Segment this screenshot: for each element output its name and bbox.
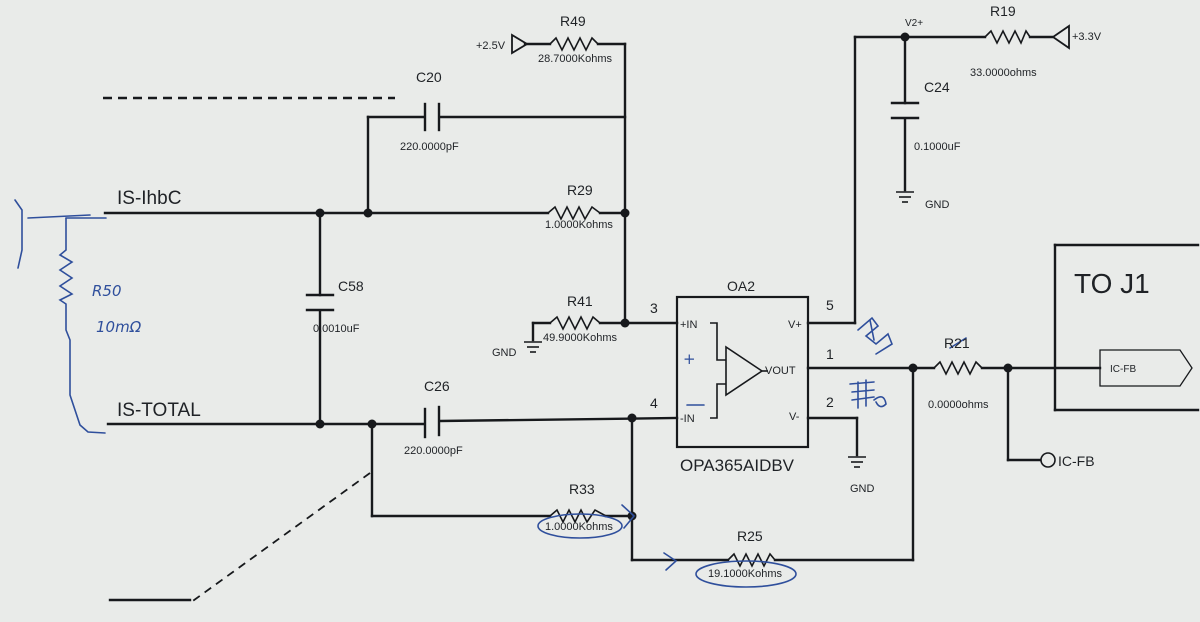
gnd-vminus-icon: [848, 456, 866, 468]
resistor-r21-icon: [933, 360, 983, 376]
ref-c58: C58: [338, 278, 364, 294]
resistor-r29-icon: [547, 205, 601, 221]
pin-label-vout: VOUT: [765, 365, 796, 377]
opamp-triangle-icon: [725, 345, 764, 397]
junction-c58-ihbc: [315, 208, 325, 218]
ground-symbols: [524, 191, 914, 468]
dashed-net-bottom: [189, 472, 371, 604]
value-c58: 0.0010uF: [313, 323, 360, 335]
ref-r21: R21: [944, 335, 970, 351]
value-c24: 0.1000uF: [914, 141, 961, 153]
labels: IS-IhbC IS-TOTAL V2+ TO J1 IC-FB IC-FB +…: [92, 3, 1150, 580]
junction-ic-fb: [1003, 363, 1013, 373]
scribble-vminus: [849, 379, 887, 409]
wire-group: [103, 35, 1102, 602]
gnd-c24-icon: [896, 191, 914, 203]
opamp-plus-lead: [710, 322, 726, 361]
gnd-label-c24: GND: [925, 199, 950, 211]
resistor-r25-icon: [727, 552, 776, 568]
value-r33: 1.0000Kohms: [545, 521, 613, 533]
supply-3v3-icon: [1051, 24, 1070, 50]
value-r49: 28.7000Kohms: [538, 53, 612, 65]
pin-label-v-plus: V+: [788, 319, 802, 331]
junction-plus-in: [620, 318, 630, 328]
junction-vout-feedback: [908, 363, 918, 373]
supply-2v5-label: +2.5V: [476, 40, 506, 52]
value-c20: 220.0000pF: [400, 141, 459, 153]
pin-number-5: 5: [826, 297, 834, 313]
gnd-label-vminus: GND: [850, 483, 875, 495]
resistor-r49-icon: [549, 36, 599, 52]
ref-r49: R49: [560, 13, 586, 29]
ref-c24: C24: [924, 79, 950, 95]
handwritten-sense-resistor: [14, 199, 107, 434]
net-label-is-ihbc: IS-IhbC: [117, 188, 181, 209]
ref-c26: C26: [424, 378, 450, 394]
ref-r25: R25: [737, 528, 763, 544]
connector-label-to-j1: TO J1: [1074, 268, 1150, 299]
pin-label-v-minus: V-: [789, 411, 800, 423]
supply-3v3-label: +3.3V: [1072, 31, 1102, 43]
pen-r21-mark: [949, 337, 967, 349]
pin-number-1: 1: [826, 346, 834, 362]
ref-c20: C20: [416, 69, 442, 85]
opamp-part-number: OPA365AIDBV: [680, 456, 795, 475]
junction-c24: [900, 32, 910, 42]
arrow-annotation-r25: [663, 552, 678, 571]
value-r29: 1.0000Kohms: [545, 219, 613, 231]
pin-number-2: 2: [826, 394, 834, 410]
gnd-r41-icon: [524, 341, 542, 353]
opamp-ref: OA2: [727, 278, 755, 294]
junction-c58-total: [315, 419, 325, 429]
ref-r41: R41: [567, 293, 593, 309]
junctions: [315, 32, 1013, 521]
net-label-is-total: IS-TOTAL: [117, 400, 201, 421]
opamp-minus-lead: [710, 383, 726, 419]
ref-r29: R29: [567, 182, 593, 198]
value-r21: 0.0000ohms: [928, 399, 989, 411]
capacitor-symbols: [305, 101, 920, 439]
value-r19: 33.0000ohms: [970, 67, 1037, 79]
opamp-oa2-body: [675, 295, 810, 449]
connector-port-label: IC-FB: [1110, 364, 1136, 375]
circle-annotation-r33: [537, 513, 623, 539]
arrow-annotation-r33: [621, 504, 636, 529]
value-c26: 220.0000pF: [404, 445, 463, 457]
handwritten-r50-label: R50: [92, 282, 122, 300]
wire-minus-in: [438, 416, 679, 423]
pin-number-4: 4: [650, 395, 658, 411]
junction-r33-r25: [627, 511, 637, 521]
net-label-v2-plus: V2+: [905, 18, 923, 29]
pin-number-3: 3: [650, 300, 658, 316]
connector-port-icon: [1099, 349, 1193, 387]
ref-r33: R33: [569, 481, 595, 497]
junction-minus-in: [627, 413, 637, 423]
junction-c20-ihbc: [363, 208, 373, 218]
resistor-r19-icon: [984, 29, 1031, 45]
gnd-label-r41: GND: [492, 347, 517, 359]
resistor-r41-icon: [549, 315, 601, 331]
junction-r29: [620, 208, 630, 218]
ic-fb-port-label: IC-FB: [1058, 453, 1095, 469]
handwritten-10mohm-label: 10mΩ: [96, 318, 142, 336]
pin-label-minus-in: -IN: [680, 413, 695, 425]
ref-r19: R19: [990, 3, 1016, 19]
value-r25: 19.1000Kohms: [708, 568, 782, 580]
scribble-vplus: [857, 316, 893, 355]
junction-r33-total: [367, 419, 377, 429]
supply-2v5-icon: [511, 33, 529, 55]
circle-annotation-r25: [695, 560, 797, 588]
pin-label-plus-in: +IN: [680, 319, 697, 331]
ic-fb-port-icon: [1040, 452, 1056, 468]
handwritten-plus-mark: +: [683, 350, 696, 368]
value-r41: 49.9000Kohms: [543, 332, 617, 344]
